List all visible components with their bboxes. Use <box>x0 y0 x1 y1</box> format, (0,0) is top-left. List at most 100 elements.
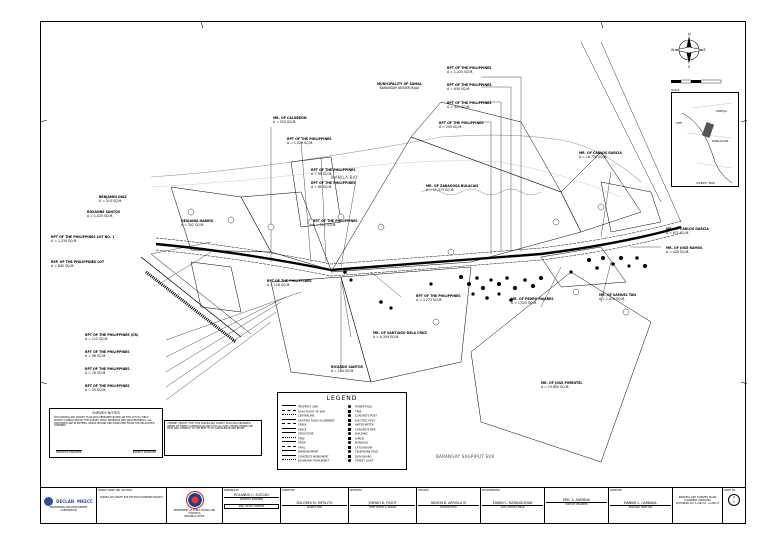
scale-label: SCALE <box>671 89 680 92</box>
vicinity-map-graphic <box>681 102 733 184</box>
legend-symbol-icon <box>348 405 351 408</box>
legend-item: ROAD RIGHT OF WAY <box>282 409 325 413</box>
lot-boundaries <box>170 101 662 463</box>
vicinity-place: URDUJA <box>716 109 727 113</box>
side-road-hatch <box>145 270 237 344</box>
extra-name: JENA LOUISE CARREON <box>224 504 279 509</box>
legend-item: CATCH BASIN <box>346 445 372 449</box>
legend-line-icon <box>282 432 296 435</box>
leader-lines <box>150 76 667 401</box>
legend-item: STRUCTURE <box>282 432 314 436</box>
boundary-diag-2 <box>600 41 682 223</box>
side-road-2 <box>150 253 252 335</box>
title-block: DECLAN MKECC ENGINEERING AND DEVELOPMENT… <box>41 487 745 523</box>
road-row-bottom <box>155 232 682 277</box>
legend-line-icon <box>282 436 296 440</box>
legend-line-icon <box>282 423 296 426</box>
vicinity-title: VICINITY MAP <box>696 181 715 185</box>
sheet-label: SHEET NO. <box>724 489 736 492</box>
vicinity-place: POBLACION <box>712 139 729 143</box>
survey-notes-title: SURVEY NOTES <box>92 411 120 415</box>
compass-w: W <box>671 48 675 52</box>
signatory-cell: REVIEWED JONYAH B. YUSOF CHIEF SURVEY & … <box>349 488 417 523</box>
shoreline <box>150 134 642 183</box>
signatory-cell: APPROVED MANNIE L. CARBAJAL REGIONAL DIR… <box>609 488 673 523</box>
border-ticks <box>41 22 747 385</box>
project-cell: PROJECT NAME AND LOCATION PARCELLARY SUR… <box>97 488 167 523</box>
sea-label: MANILA BAY <box>331 175 359 180</box>
legend-line-icon <box>282 409 296 413</box>
road-centerline <box>155 225 682 272</box>
legend-line-icon <box>282 427 296 431</box>
legend-line-icon <box>282 454 296 458</box>
legend-symbol-icon <box>348 418 351 422</box>
consultant-logos: DECLAN MKECC <box>42 497 95 506</box>
signatory-cell: PREPARED BY ROLANDO C. SUCCAH GEODETIC E… <box>223 488 281 523</box>
signatory-cell: SUBMITTED DOLORES M. HIPOLITO PROJECT MG… <box>281 488 349 523</box>
sheet-sub2: STATIONING STA. 1+083.52 - 2+086.17 <box>675 502 720 505</box>
barangay-label: BARANGAY SAGPIPUT SUR <box>436 454 495 459</box>
legend-line-icon <box>282 459 296 462</box>
survey-notes-body: THIS PARCELLARY SURVEY PLAN WAS PREPARED… <box>54 416 155 428</box>
legend-line-icon <box>282 450 296 453</box>
agency-name: DEPARTMENT OF PUBLIC WORKS AND HIGHWAYS <box>173 509 216 515</box>
legend-item: TREE <box>282 436 305 440</box>
legend-item: POWER POLE <box>346 405 372 409</box>
legend-item: CONCRETE PIPE <box>346 427 376 431</box>
legend-title: LEGEND <box>326 395 358 402</box>
legend-line-icon <box>282 418 296 422</box>
legend-item: TELEPHONE POLE <box>346 450 378 454</box>
legend-symbol-icon <box>348 459 351 462</box>
compass-n: N <box>688 33 691 37</box>
legend-line-icon <box>282 405 296 408</box>
scale-bar: SCALE <box>671 70 731 92</box>
legend-item: WATER METER <box>346 423 374 427</box>
legend-item: CONCRETE POST <box>346 414 377 418</box>
signatory-cell: ERIC A. AYAPANA DISTRICT ENGINEER <box>545 488 609 523</box>
agency-cell: DEPARTMENT OF PUBLIC WORKS AND HIGHWAYS … <box>167 488 223 523</box>
signatory-cell: CHECKED RAMON B. ARRIOLA III DIVISION HE… <box>417 488 481 523</box>
sheet-total: 7 <box>733 500 735 504</box>
agency-sub: REGIONAL OFFICE <box>184 515 205 518</box>
road-row-top <box>155 220 682 265</box>
shoreline-2 <box>150 160 622 198</box>
legend-item: BM/MONUMENT <box>282 450 318 454</box>
project-desc: PARCELLARY SURVEY FOR THE ROAD WIDENING … <box>100 496 163 499</box>
lot-label: RPT OF THE PHILIPPINES (CR)A = 112 SQ.M. <box>85 333 139 341</box>
legend-item: TREE <box>346 409 362 413</box>
legend-item: ELECTRIC POST <box>346 418 375 422</box>
legend-item: BUILDING <box>346 432 368 436</box>
legend-symbol-icon <box>348 432 351 435</box>
signatory-cell: RECOMMENDED EDWIN C. MATANGUIHAN ASST. D… <box>481 488 545 523</box>
legend-item: RIVER <box>282 441 306 445</box>
legend-symbol-icon <box>348 436 351 440</box>
vicinity-site: SITE <box>676 121 683 125</box>
consultant-logo-2: MKECC <box>77 499 93 504</box>
legend-item: STREET LIGHT <box>346 459 373 463</box>
legend-item: EXISTING ROAD ALIGNMENT <box>282 418 335 422</box>
legend-item: SIGN BOARD <box>346 454 372 458</box>
legend-symbol-icon <box>348 454 351 458</box>
notes-signature-1: GEODETIC ENGINEER <box>56 450 82 454</box>
consultant-cell: DECLAN MKECC ENGINEERING AND DEVELOPMENT… <box>41 488 97 523</box>
certification-box: I HEREBY CERTIFY THAT THIS PARCELLARY SU… <box>164 420 262 456</box>
